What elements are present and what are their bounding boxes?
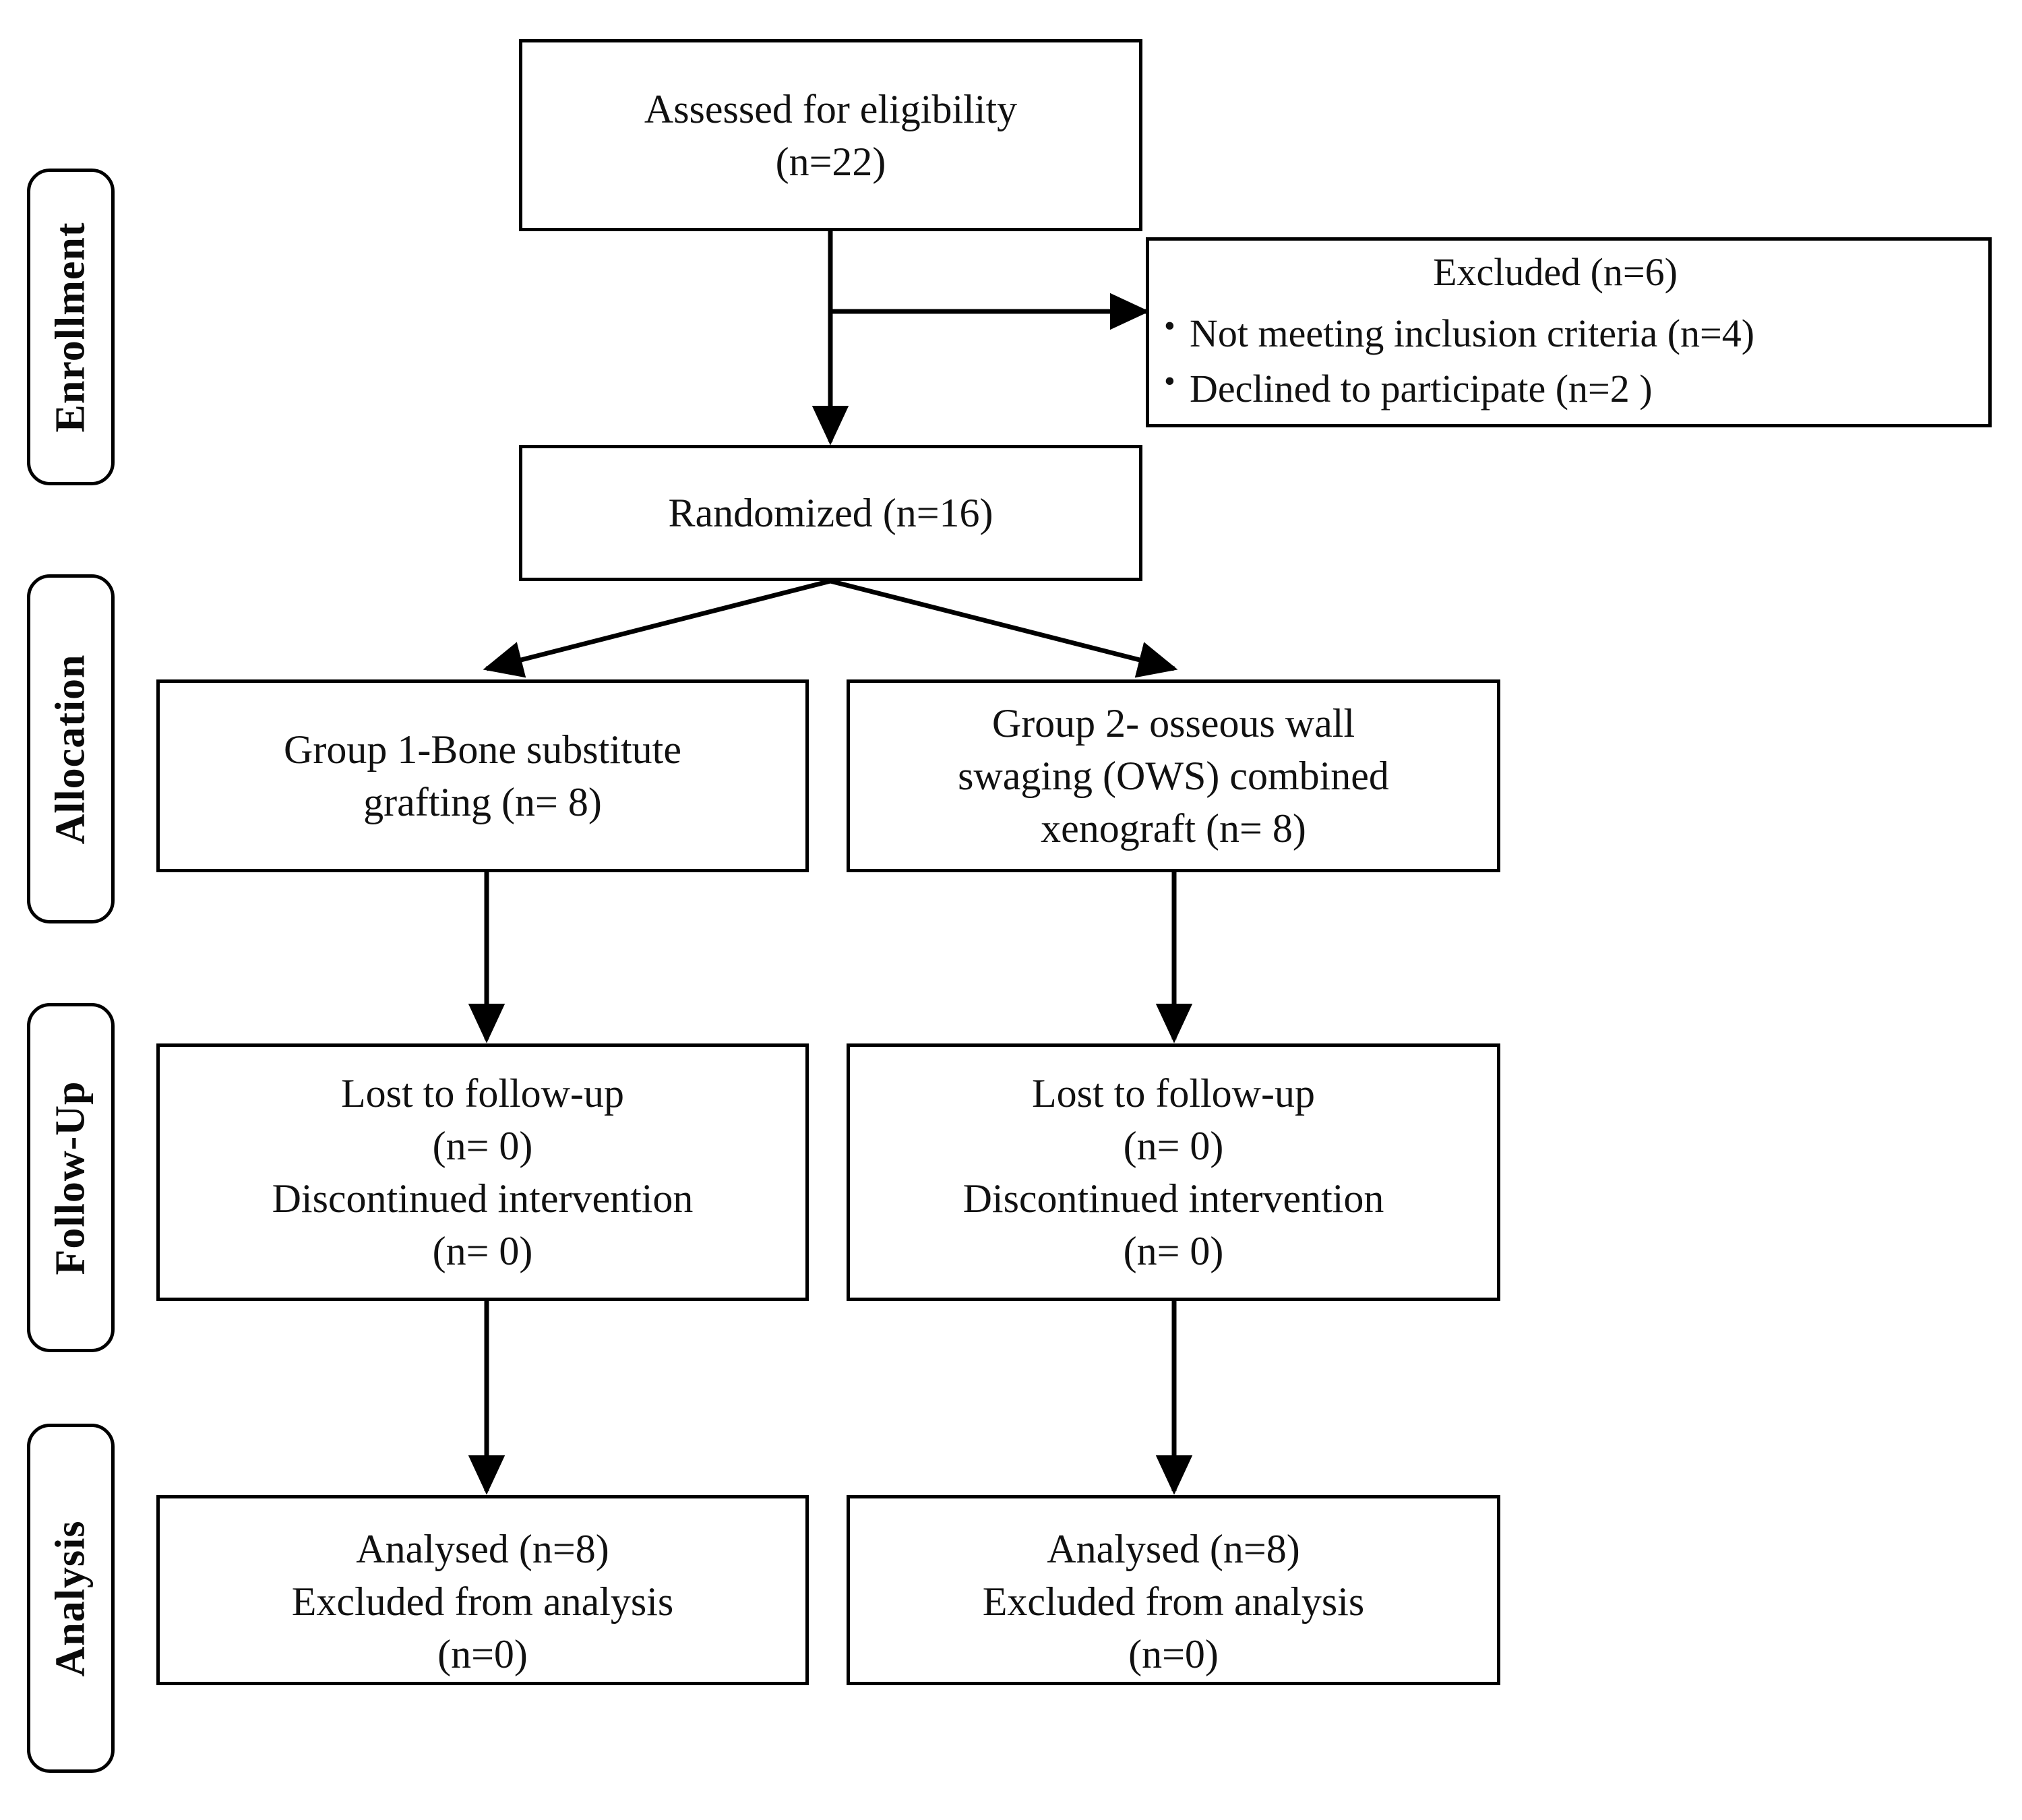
group1-followup-line-1: Lost to follow-up — [341, 1071, 624, 1116]
box-group2-analysis: Analysed (n=8) Excluded from analysis (n… — [847, 1495, 1500, 1685]
connector-randomized-to-group2 — [830, 578, 1178, 678]
group1-followup-line-3: Discontinued intervention — [272, 1176, 694, 1221]
stage-label-analysis-text: Analysis — [47, 1520, 94, 1676]
group1-analysis-line-2: Excluded from analysis — [291, 1579, 674, 1624]
group2-followup-line-1: Lost to follow-up — [1032, 1071, 1315, 1116]
group2-allocation-line-1: Group 2- osseous wall — [991, 701, 1355, 746]
group2-allocation-line-3: xenograft (n= 8) — [1041, 806, 1306, 851]
stage-label-enrollment-text: Enrollment — [47, 222, 94, 432]
group1-analysis-line-1: Analysed (n=8) — [356, 1527, 609, 1571]
excluded-reason-list: Not meeting inclusion criteria (n=4) Dec… — [1161, 304, 1976, 418]
box-excluded: Excluded (n=6) Not meeting inclusion cri… — [1146, 237, 1992, 427]
excluded-reason-text: Not meeting inclusion criteria (n=4) — [1190, 311, 1755, 356]
excluded-reason-item: Declined to participate (n=2 ) — [1161, 361, 1976, 414]
group2-followup-line-2: (n= 0) — [1123, 1124, 1224, 1168]
group1-allocation-line-1: Group 1-Bone substitute — [284, 727, 681, 772]
box-randomized: Randomized (n=16) — [519, 445, 1142, 581]
group2-allocation-line-2: swaging (OWS) combined — [958, 754, 1389, 798]
box-group1-analysis: Analysed (n=8) Excluded from analysis (n… — [156, 1495, 809, 1685]
randomized-line-1: Randomized (n=16) — [668, 491, 993, 535]
box-group2-allocation: Group 2- osseous wall swaging (OWS) comb… — [847, 679, 1500, 872]
stage-label-analysis: Analysis — [27, 1424, 115, 1773]
stage-label-followup: Follow-Up — [27, 1003, 115, 1352]
group1-followup-line-2: (n= 0) — [432, 1124, 533, 1168]
excluded-reason-text: Declined to participate (n=2 ) — [1190, 366, 1653, 411]
assessed-line-1: Assessed for eligibility — [644, 86, 1018, 131]
group2-followup-line-3: Discontinued intervention — [962, 1176, 1384, 1221]
group1-followup-line-4: (n= 0) — [432, 1229, 533, 1273]
stage-label-followup-text: Follow-Up — [47, 1081, 94, 1275]
group1-allocation-line-2: grafting (n= 8) — [363, 780, 602, 824]
excluded-heading: Excluded (n=6) — [1433, 249, 1678, 294]
box-group1-allocation: Group 1-Bone substitute grafting (n= 8) — [156, 679, 809, 872]
group2-analysis-line-3: (n=0) — [1128, 1632, 1219, 1676]
stage-label-enrollment: Enrollment — [27, 169, 115, 485]
group2-analysis-line-1: Analysed (n=8) — [1047, 1527, 1300, 1571]
box-group2-followup: Lost to follow-up (n= 0) Discontinued in… — [847, 1043, 1500, 1301]
stage-label-allocation-text: Allocation — [47, 653, 94, 845]
stage-label-allocation: Allocation — [27, 574, 115, 923]
connector-randomized-to-group1 — [483, 578, 831, 678]
box-group1-followup: Lost to follow-up (n= 0) Discontinued in… — [156, 1043, 809, 1301]
box-assessed-for-eligibility: Assessed for eligibility (n=22) — [519, 39, 1142, 231]
group2-followup-line-4: (n= 0) — [1123, 1229, 1224, 1273]
excluded-reason-item: Not meeting inclusion criteria (n=4) — [1161, 305, 1976, 359]
assessed-line-2: (n=22) — [775, 139, 886, 184]
group1-analysis-line-3: (n=0) — [437, 1632, 528, 1676]
group2-analysis-line-2: Excluded from analysis — [982, 1579, 1365, 1624]
